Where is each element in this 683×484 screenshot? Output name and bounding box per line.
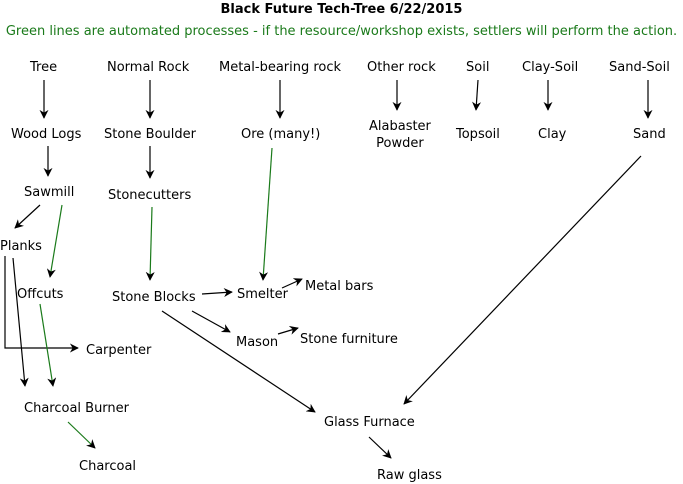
node-ore: Ore (many!) <box>241 127 321 142</box>
node-wood-logs: Wood Logs <box>11 127 82 142</box>
edge-soil-topsoil <box>472 79 482 111</box>
edge-blocks-mason <box>191 310 231 333</box>
node-alabaster-powder: Alabaster Powder <box>369 118 431 152</box>
edge-stonecutters-blocks <box>145 206 155 281</box>
edge-blocks-glassfurnace <box>161 310 316 413</box>
node-offcuts: Offcuts <box>17 287 64 302</box>
node-clay: Clay <box>538 127 567 142</box>
node-stone-furniture: Stone furniture <box>300 332 398 347</box>
node-alabaster-line1: Alabaster <box>369 119 431 134</box>
edge-sawmill-planks <box>14 204 41 229</box>
node-alabaster-line2: Powder <box>376 136 424 151</box>
edge-sawmill-offcuts <box>46 204 63 278</box>
node-stonecutters: Stonecutters <box>108 188 192 203</box>
page-subtitle: Green lines are automated processes - if… <box>5 24 678 39</box>
node-metal-rock: Metal-bearing rock <box>219 60 342 75</box>
edge-ore-smelter <box>259 147 273 281</box>
edge-smelter-metalbars <box>281 278 303 289</box>
edge-planks-carpenter <box>4 256 79 353</box>
node-metal-bars: Metal bars <box>305 279 374 294</box>
node-normal-rock: Normal Rock <box>107 60 190 75</box>
node-sawmill: Sawmill <box>24 185 75 200</box>
edge-blocks-smelter <box>201 288 233 298</box>
node-other-rock: Other rock <box>367 60 436 75</box>
node-raw-glass: Raw glass <box>377 468 442 483</box>
page-title: Black Future Tech-Tree 6/22/2015 <box>220 2 463 17</box>
edge-glassfurnace-rawglass <box>368 436 392 459</box>
edge-planks-charcoal <box>12 257 29 387</box>
node-mason: Mason <box>236 335 279 350</box>
edge-charcoalburner-charcoal <box>67 421 96 449</box>
node-smelter: Smelter <box>237 287 288 302</box>
node-tree: Tree <box>30 60 58 75</box>
node-soil: Soil <box>466 60 490 75</box>
node-sand: Sand <box>633 127 666 142</box>
node-stone-blocks: Stone Blocks <box>112 290 196 305</box>
edge-sand-glassfurnace <box>403 155 642 405</box>
node-carpenter: Carpenter <box>86 343 152 358</box>
node-sand-soil: Sand-Soil <box>609 60 670 75</box>
edge-mason-stonefurniture <box>277 326 299 335</box>
node-stone-boulder: Stone Boulder <box>104 127 196 142</box>
node-planks: Planks <box>0 239 42 254</box>
edge-offcuts-charcoal <box>39 303 57 387</box>
node-topsoil: Topsoil <box>456 127 500 142</box>
node-charcoal-burner: Charcoal Burner <box>24 401 130 416</box>
node-charcoal: Charcoal <box>79 459 137 474</box>
node-glass-furnace: Glass Furnace <box>324 415 415 430</box>
node-clay-soil: Clay-Soil <box>522 60 579 75</box>
